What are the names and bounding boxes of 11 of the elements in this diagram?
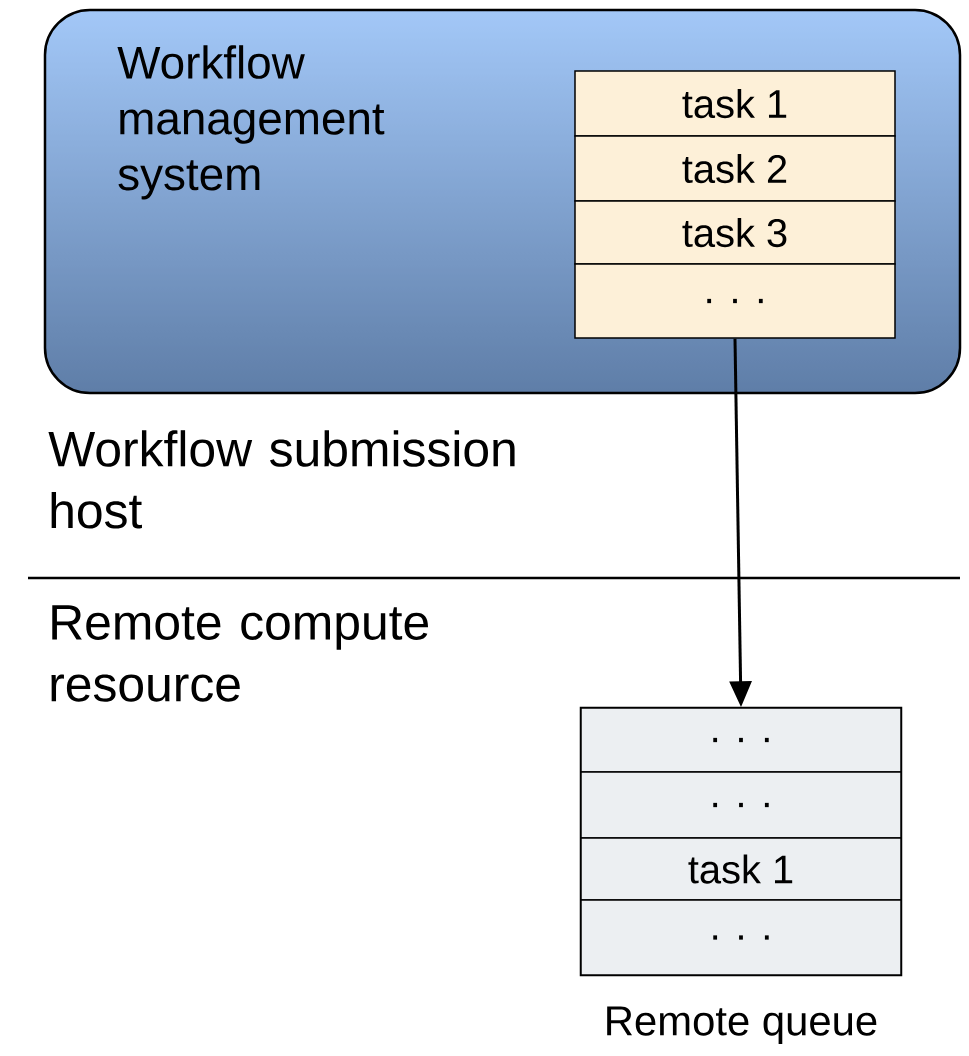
region-label: Remote compute resource — [51, 605, 428, 702]
task-cell: . . . — [580, 707, 902, 773]
node-label: Remote queue — [607, 1006, 877, 1044]
task-cell: task 1 — [580, 837, 902, 901]
task-cell: . . . — [580, 899, 902, 976]
task-cell: . . . — [580, 771, 902, 839]
task-cell: task 2 — [574, 135, 896, 202]
region-label: Workflow submission host — [48, 430, 515, 529]
task-cell: . . . — [574, 263, 896, 339]
task-cell: task 3 — [574, 200, 896, 265]
task-cell: task 1 — [574, 70, 896, 137]
